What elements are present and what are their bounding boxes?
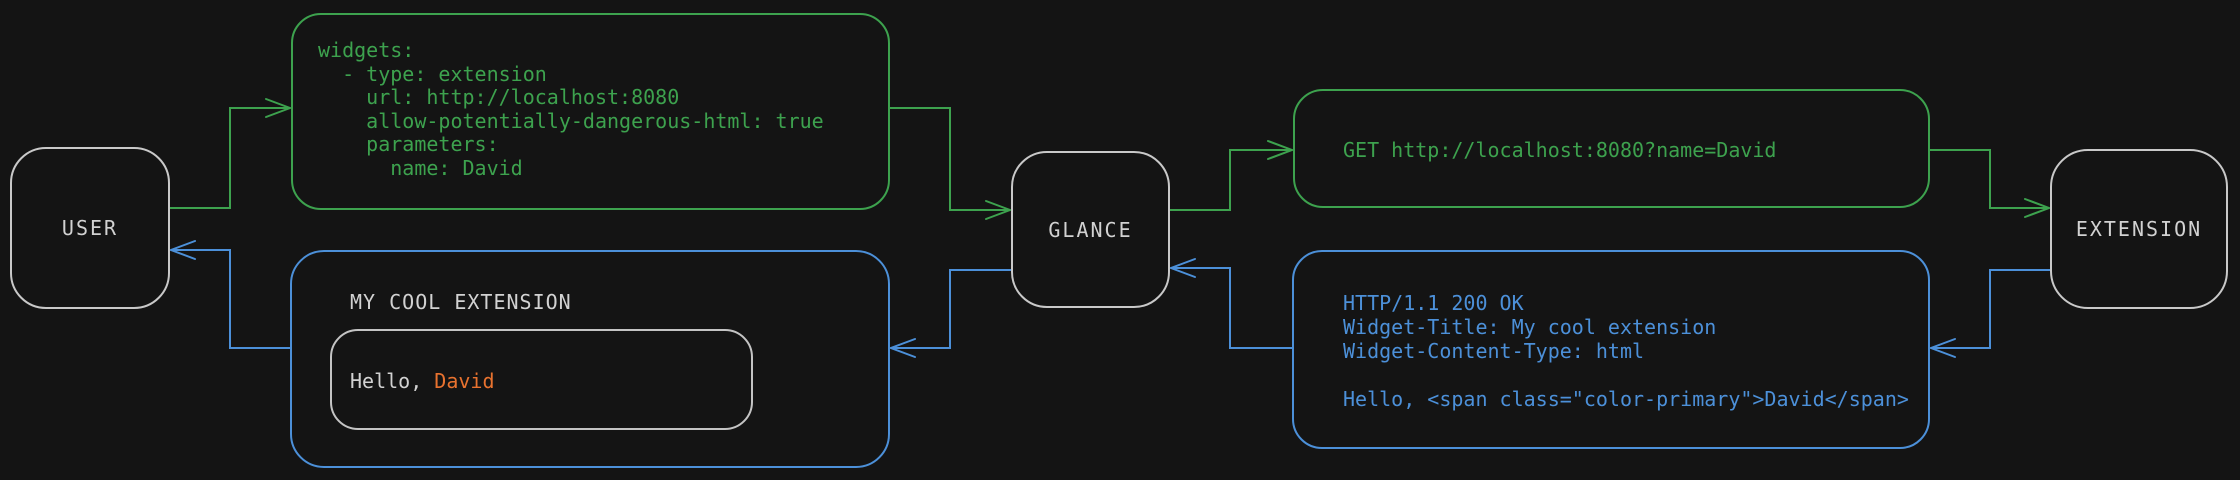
arrowhead-user-to-config (265, 98, 293, 118)
arrowhead-request-to-extension (2024, 198, 2052, 218)
node-extension-label: EXTENSION (2075, 217, 2203, 241)
response-code: HTTP/1.1 200 OK Widget-Title: My cool ex… (1343, 291, 1909, 411)
arrowhead-glance-to-widget (888, 338, 916, 358)
arrow-response-to-glance (1172, 267, 1293, 349)
arrowhead-glance-to-request (1267, 140, 1295, 160)
arrowhead-response-to-glance (1168, 258, 1196, 278)
node-user-label: USER (61, 216, 119, 240)
response-box (1292, 250, 1930, 449)
request-box (1293, 89, 1930, 208)
config-yaml-code: widgets: - type: extension url: http://l… (318, 38, 824, 180)
widget-preview-box (330, 329, 753, 430)
node-extension: EXTENSION (2050, 149, 2228, 309)
greeting-prefix: Hello, (350, 369, 435, 393)
arrowhead-widget-to-user (168, 240, 196, 260)
widget-box (290, 250, 890, 468)
arrow-widget-to-user (172, 249, 291, 349)
arrow-user-to-config (169, 107, 289, 209)
arrow-glance-to-request (1169, 149, 1291, 211)
node-glance: GLANCE (1011, 151, 1170, 308)
arrow-config-to-glance (889, 107, 1009, 211)
arrowhead-config-to-glance (985, 200, 1013, 220)
node-glance-label: GLANCE (1048, 217, 1133, 242)
greeting-name: David (434, 369, 495, 393)
arrowhead-extension-to-response (1928, 338, 1956, 358)
arrow-request-to-extension (1929, 149, 2048, 209)
arrow-glance-to-widget (892, 269, 1012, 349)
widget-title: MY COOL EXTENSION (350, 290, 572, 314)
arrow-extension-to-response (1932, 269, 2051, 349)
widget-greeting: Hello, David (350, 369, 495, 393)
node-user: USER (10, 147, 170, 309)
config-box (291, 13, 890, 210)
request-code: GET http://localhost:8080?name=David (1343, 138, 1777, 162)
